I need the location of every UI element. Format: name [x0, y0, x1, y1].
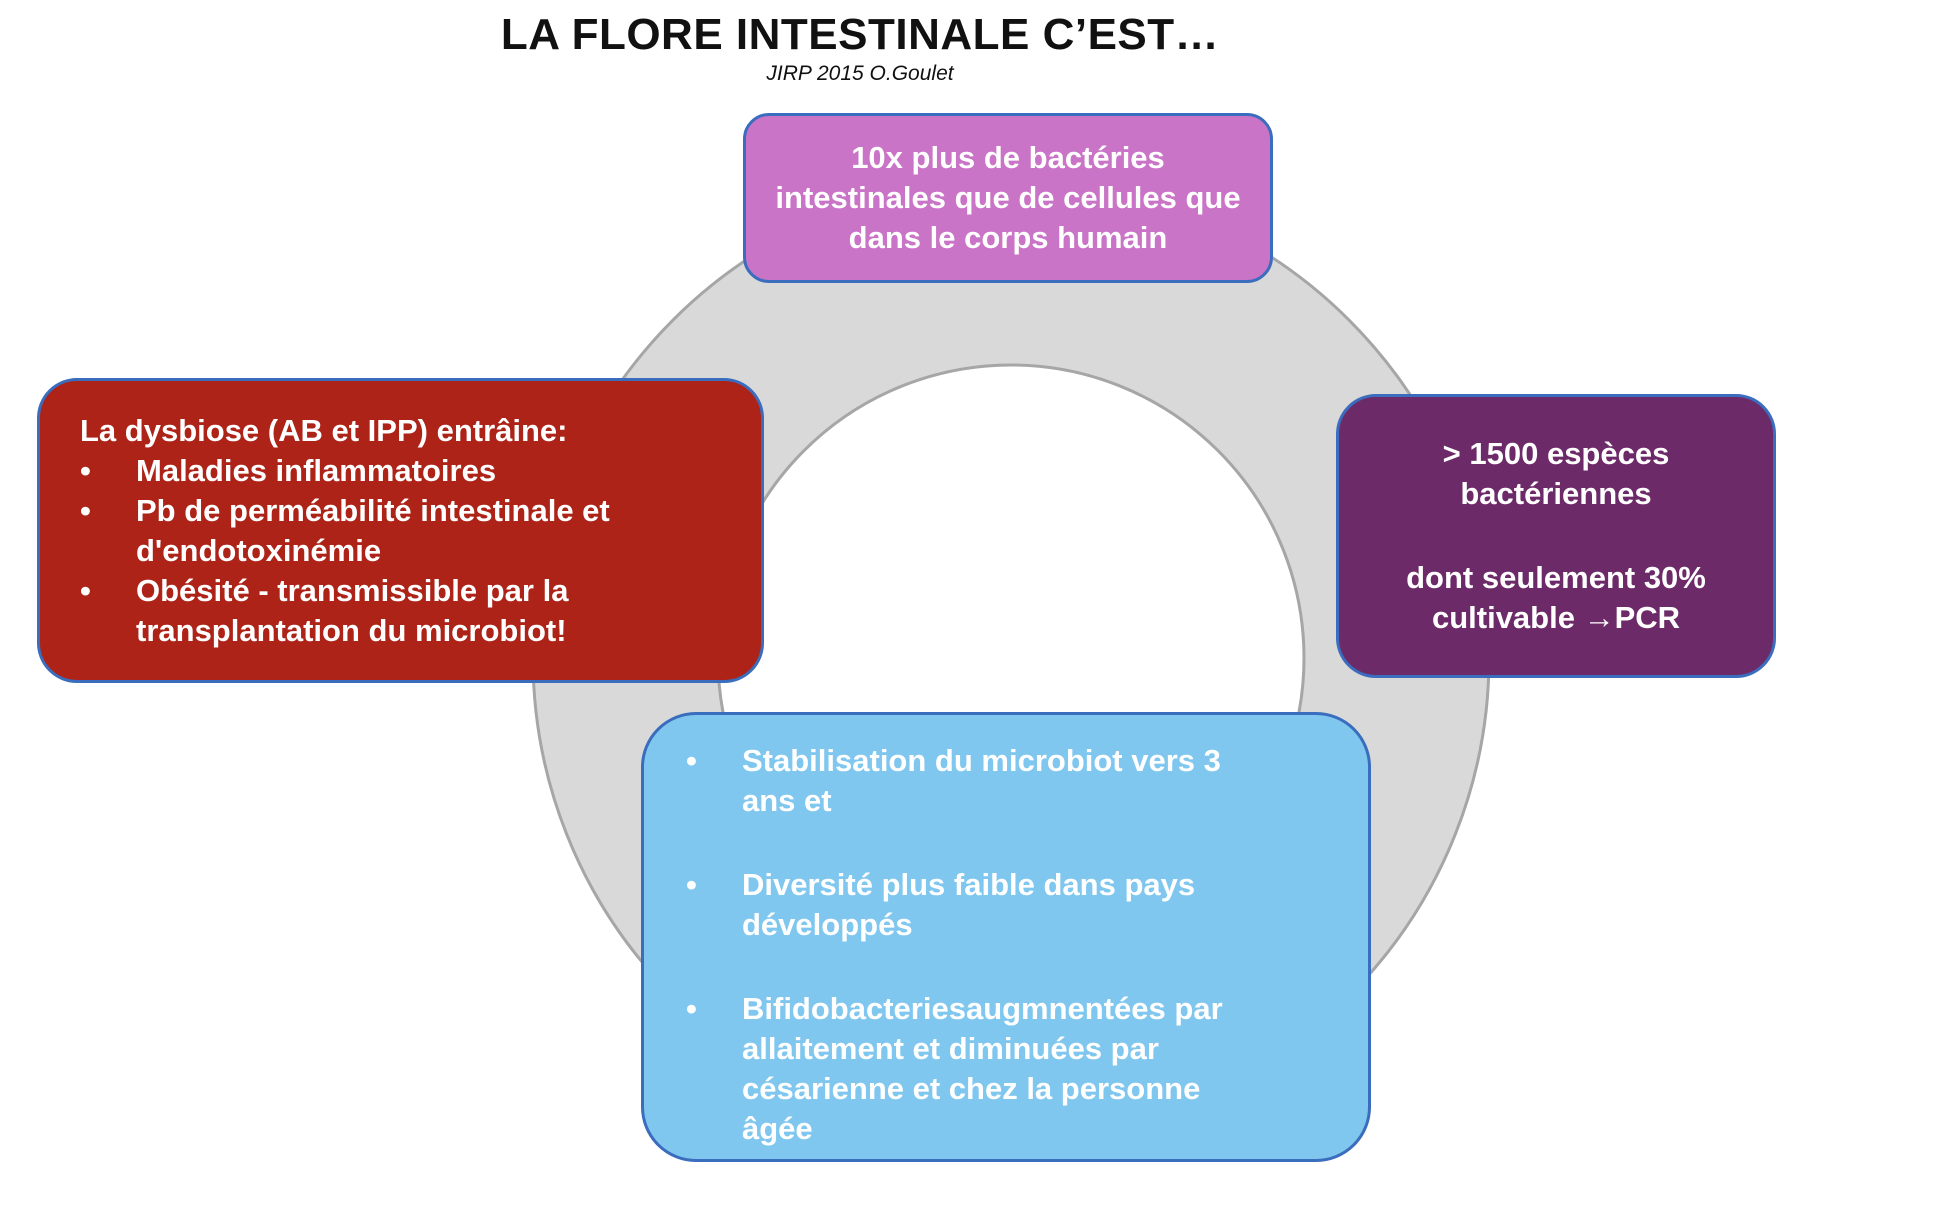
box-bacteria-ratio: 10x plus de bactéries intestinales que d…	[743, 113, 1273, 283]
list-item-text: Diversité plus faible dans pays	[742, 867, 1196, 902]
list-item-text: d'endotoxinémie	[136, 533, 382, 568]
box-text-line: bactériennes	[1460, 476, 1652, 511]
list-item: • Obésité - transmissible par la transpl…	[80, 571, 731, 651]
list-item-text: transplantation du microbiot!	[136, 613, 567, 648]
list-item-text: Maladies inflammatoires	[136, 453, 497, 488]
list-item-text: césarienne et chez la personne	[742, 1071, 1201, 1106]
box-bacteria-ratio-text: 10x plus de bactéries intestinales que d…	[775, 138, 1240, 258]
list-item: • Bifidobacteriesaugmnentées par allaite…	[686, 989, 1338, 1149]
bullet-icon: •	[686, 743, 697, 778]
box-text-line: intestinales que de cellules que	[775, 180, 1241, 215]
box-species-count: > 1500 espèces bactériennes dont seuleme…	[1336, 394, 1776, 678]
list-item-text: Pb de perméabilité intestinale et	[136, 493, 610, 528]
list-item-text: âgée	[742, 1111, 813, 1146]
box-text-line: > 1500 espèces	[1442, 436, 1670, 471]
bullet-icon: •	[80, 573, 91, 608]
list-item-text: Bifidobacteriesaugmnentées par	[742, 991, 1223, 1026]
bullet-icon: •	[80, 453, 91, 488]
box-text-line: dont seulement 30%	[1406, 560, 1706, 595]
list-item: • Maladies inflammatoires	[80, 451, 731, 491]
box-microbiota-evolution: • Stabilisation du microbiot vers 3 ans …	[641, 712, 1371, 1162]
box-dysbiosis: La dysbiose (AB et IPP) entrâine: • Mala…	[37, 378, 764, 683]
list-item: • Pb de perméabilité intestinale et d'en…	[80, 491, 731, 571]
box-text-line: 10x plus de bactéries	[851, 140, 1165, 175]
list-item: • Stabilisation du microbiot vers 3 ans …	[686, 741, 1338, 821]
page-subtitle: JIRP 2015 O.Goulet	[766, 62, 954, 85]
list-item-text: ans et	[742, 783, 832, 818]
bullet-icon: •	[80, 493, 91, 528]
list-item-text: Stabilisation du microbiot vers 3	[742, 743, 1221, 778]
list-item-text: Obésité - transmissible par la	[136, 573, 569, 608]
box-text-line: dans le corps humain	[848, 220, 1168, 255]
page-title: LA FLORE INTESTINALE C’EST…	[500, 10, 1220, 59]
spacer	[686, 945, 1338, 989]
box-text-line: cultivable →PCR	[1431, 600, 1681, 635]
list-item: • Diversité plus faible dans pays dévelo…	[686, 865, 1338, 945]
bullet-icon: •	[686, 991, 697, 1026]
list-item-text: développés	[742, 907, 913, 942]
box-dysbiosis-heading: La dysbiose (AB et IPP) entrâine:	[80, 413, 568, 448]
spacer	[686, 821, 1338, 865]
list-item-text: allaitement et diminuées par	[742, 1031, 1159, 1066]
bullet-icon: •	[686, 867, 697, 902]
